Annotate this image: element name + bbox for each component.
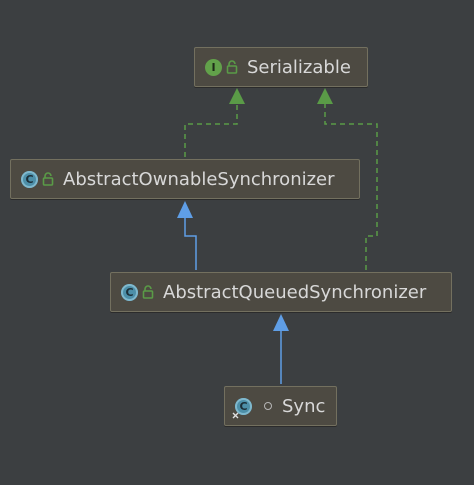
node-abstract-ownable-synchronizer[interactable]: C AbstractOwnableSynchronizer <box>10 159 360 199</box>
node-serializable[interactable]: I Serializable <box>194 47 368 87</box>
node-label: AbstractQueuedSynchronizer <box>163 281 427 303</box>
edge-aqs-implements-serializable <box>324 104 378 270</box>
package-private-icon <box>264 402 272 410</box>
node-sync[interactable]: C Sync <box>224 386 337 426</box>
node-label: Sync <box>282 395 326 417</box>
public-unlock-icon <box>142 285 154 299</box>
node-label: AbstractOwnableSynchronizer <box>63 168 335 190</box>
arrowhead-implements-aos <box>229 88 245 104</box>
arrowhead-implements-aqs <box>317 88 333 104</box>
public-unlock-icon <box>42 172 54 186</box>
abstract-static-class-icon: C <box>232 397 252 418</box>
node-label: Serializable <box>247 56 351 78</box>
badge-letter: C <box>239 399 248 413</box>
static-pin-icon <box>232 412 239 418</box>
interface-icon: I <box>205 58 222 76</box>
edge-aos-implements-serializable <box>184 104 238 157</box>
public-unlock-icon <box>226 60 238 74</box>
edge-aqs-extends-aos <box>184 218 197 270</box>
arrowhead-extends-aos <box>177 201 193 218</box>
arrowhead-extends-aqs <box>273 314 289 331</box>
abstract-class-icon: C <box>21 170 38 188</box>
node-abstract-queued-synchronizer[interactable]: C AbstractQueuedSynchronizer <box>110 272 452 312</box>
abstract-class-icon: C <box>121 283 138 301</box>
